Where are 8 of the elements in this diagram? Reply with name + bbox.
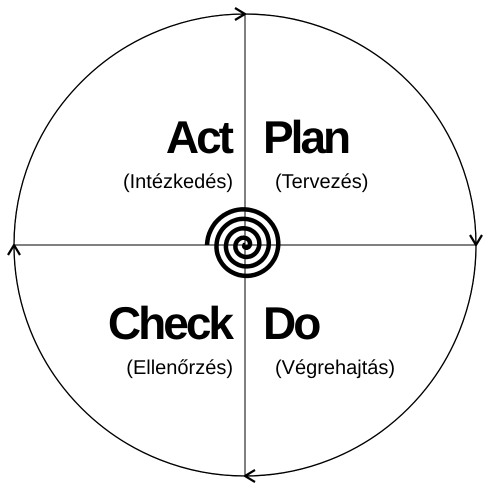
phase-title: Do	[263, 298, 318, 348]
phase-subtitle: (Tervezés)	[275, 170, 368, 194]
phase-subtitle: (Intézkedés)	[122, 170, 233, 194]
phase-title: Act	[166, 112, 231, 162]
phase-subtitle: (Ellenőrzés)	[126, 356, 233, 380]
phase-title: Check	[108, 298, 231, 348]
phase-subtitle: (Végrehajtás)	[275, 356, 396, 380]
phase-title: Plan	[263, 112, 348, 162]
